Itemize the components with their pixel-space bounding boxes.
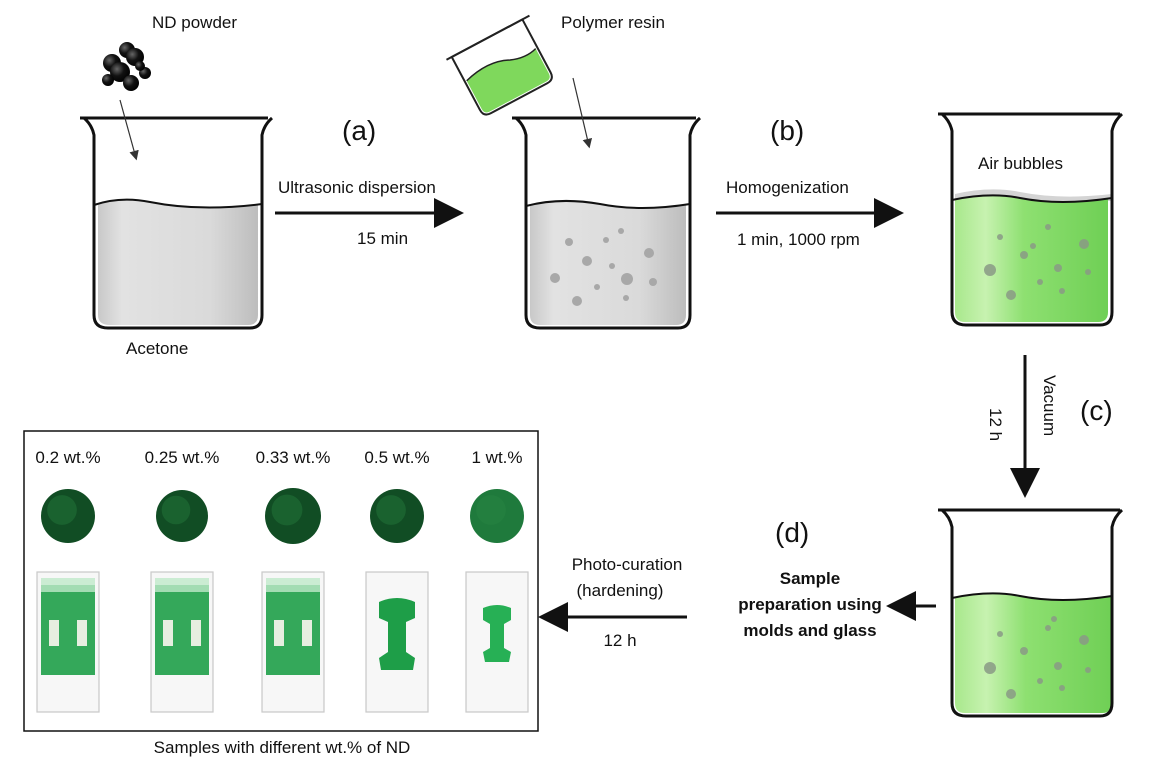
samples-caption: Samples with different wt.% of ND — [154, 738, 411, 757]
sample-disk — [156, 490, 208, 542]
step-a-time: 15 min — [357, 229, 408, 248]
curing-line2: (hardening) — [577, 581, 664, 600]
sample-label: 0.25 wt.% — [145, 448, 220, 467]
specimen — [379, 598, 415, 670]
nd-powder-label: ND powder — [152, 13, 237, 32]
samples-layer: 0.2 wt.% 0.25 wt.% 0.33 wt.% 0.5 wt.% 1 wt.% — [35, 448, 529, 713]
resin-cup-icon — [446, 14, 553, 116]
step-b-tag: (b) — [770, 115, 804, 146]
sample-label: 0.33 wt.% — [256, 448, 331, 467]
sample-disk — [370, 489, 424, 543]
sample-disk — [41, 489, 95, 543]
step-b-process: Homogenization — [726, 178, 849, 197]
sample-4: 0.5 wt.% — [364, 448, 430, 713]
polymer-resin-label: Polymer resin — [561, 13, 665, 32]
sample-2: 0.25 wt.% — [145, 448, 220, 713]
beaker-acetone — [80, 116, 274, 330]
powder-arrow — [119, 99, 139, 161]
sample-1: 0.2 wt.% — [35, 448, 101, 713]
resin-arrow — [572, 77, 593, 149]
beaker-homogenized — [938, 112, 1124, 327]
step-d-line3: molds and glass — [743, 621, 876, 640]
sample-5: 1 wt.% — [465, 448, 529, 713]
sample-disk — [470, 489, 524, 543]
step-d-tag: (d) — [775, 517, 809, 548]
sample-label: 1 wt.% — [471, 448, 522, 467]
step-d-line1: Sample — [780, 569, 840, 588]
curing-time: 12 h — [603, 631, 636, 650]
step-d-line2: preparation using — [738, 595, 882, 614]
step-c-time: 12 h — [986, 408, 1005, 441]
step-a-tag: (a) — [342, 115, 376, 146]
step-a-process: Ultrasonic dispersion — [278, 178, 436, 197]
beaker-degassed — [938, 508, 1124, 718]
nd-powder-icon — [102, 42, 151, 91]
sample-label: 0.2 wt.% — [35, 448, 100, 467]
sample-disk — [265, 488, 321, 544]
curing-line1: Photo-curation — [572, 555, 683, 574]
step-b-params: 1 min, 1000 rpm — [737, 230, 860, 249]
sample-label: 0.5 wt.% — [364, 448, 429, 467]
vacuum-label: Vacuum — [1040, 375, 1059, 436]
beaker-dispersion — [512, 116, 702, 330]
step-c-tag: (c) — [1080, 395, 1113, 426]
specimen — [483, 605, 511, 662]
air-bubbles-label: Air bubbles — [978, 154, 1063, 173]
acetone-label: Acetone — [126, 339, 188, 358]
sample-3: 0.33 wt.% — [256, 448, 331, 713]
